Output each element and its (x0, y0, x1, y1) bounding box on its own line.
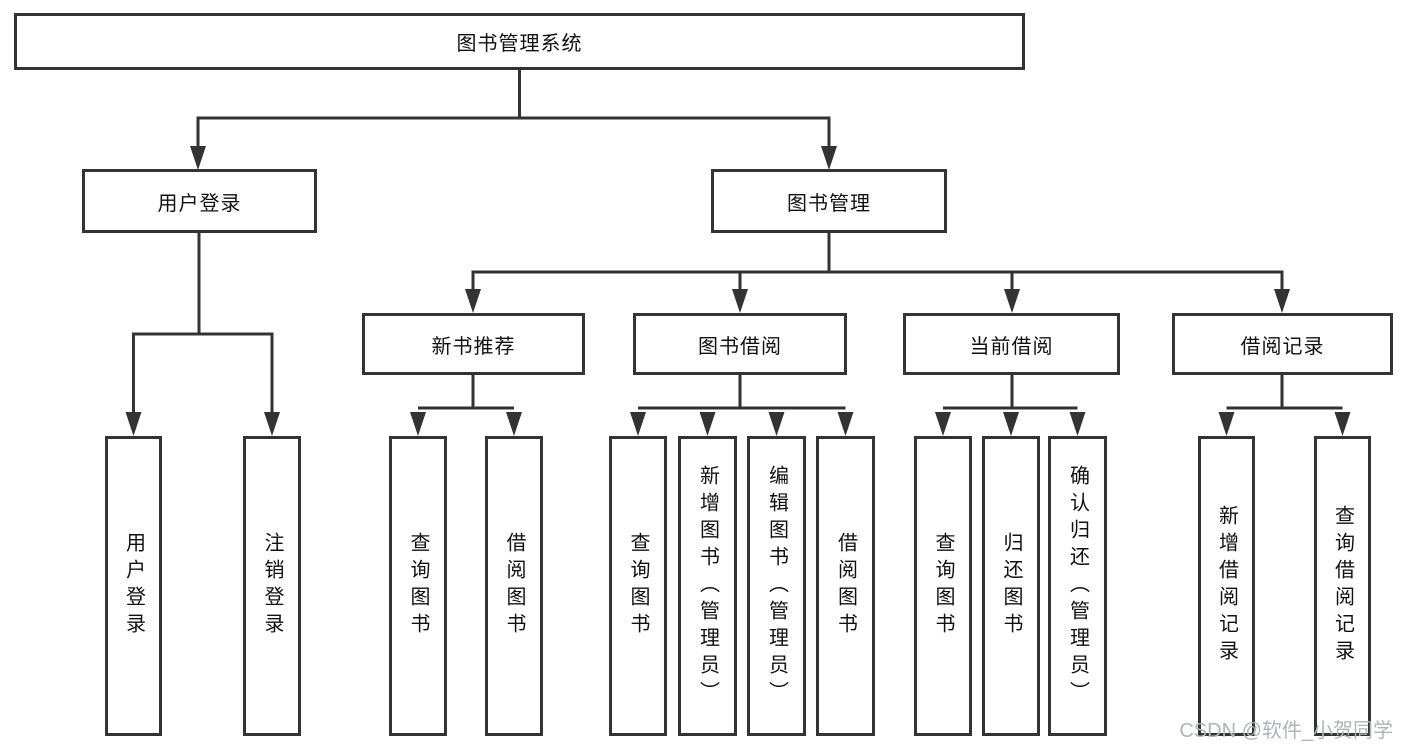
leaf-recommend-query-books: 查询图书 (389, 436, 447, 736)
leaf-borrow-add-books-admin: 新增图书（管理员） (678, 436, 737, 736)
node-root-system: 图书管理系统 (14, 13, 1025, 70)
leaf-logout-label: 注销登录 (261, 532, 283, 640)
csdn-watermark: CSDN @软件_小贺同学 (1179, 720, 1393, 742)
node-current-borrow: 当前借阅 (903, 313, 1120, 375)
leaf-records-query-record-label: 查询借阅记录 (1331, 505, 1354, 667)
node-user-login: 用户登录 (82, 169, 317, 233)
node-borrow-records-label: 借阅记录 (1240, 335, 1325, 358)
leaf-records-add-record-label: 新增借阅记录 (1215, 505, 1238, 667)
arrowheads (125, 146, 1351, 436)
leaf-borrow-edit-books-admin-label: 编辑图书（管理员） (765, 464, 788, 708)
leaf-recommend-borrow-books: 借阅图书 (485, 436, 543, 736)
leaf-borrow-query-books: 查询图书 (609, 436, 667, 736)
leaf-borrow-add-books-admin-label: 新增图书（管理员） (696, 464, 719, 708)
leaf-borrow-query-books-label: 查询图书 (627, 532, 649, 640)
leaf-current-return-books: 归还图书 (982, 436, 1040, 736)
node-new-book-recommend: 新书推荐 (362, 313, 585, 375)
node-book-borrow: 图书借阅 (633, 313, 847, 375)
leaf-records-query-record: 查询借阅记录 (1314, 436, 1371, 736)
leaf-borrow-edit-books-admin: 编辑图书（管理员） (747, 436, 806, 736)
leaf-current-confirm-return-admin: 确认归还（管理员） (1048, 436, 1107, 736)
node-borrow-records: 借阅记录 (1172, 313, 1393, 375)
leaf-user-login: 用户登录 (105, 436, 162, 736)
leaf-current-confirm-return-admin-label: 确认归还（管理员） (1066, 464, 1089, 708)
leaf-logout: 注销登录 (243, 436, 301, 736)
leaf-current-query-books: 查询图书 (914, 436, 972, 736)
leaf-user-login-label: 用户登录 (122, 532, 145, 640)
node-new-book-recommend-label: 新书推荐 (431, 335, 516, 358)
node-book-management-label: 图书管理 (787, 192, 871, 215)
leaf-recommend-query-books-label: 查询图书 (407, 532, 429, 640)
node-book-management: 图书管理 (711, 169, 947, 233)
node-book-borrow-label: 图书借阅 (698, 335, 782, 358)
leaf-borrow-borrow-books: 借阅图书 (816, 436, 875, 736)
node-current-borrow-label: 当前借阅 (969, 335, 1054, 358)
node-user-login-label: 用户登录 (157, 192, 242, 215)
leaf-borrow-borrow-books-label: 借阅图书 (834, 532, 857, 640)
leaf-records-add-record: 新增借阅记录 (1198, 436, 1255, 736)
leaf-recommend-borrow-books-label: 借阅图书 (503, 532, 525, 640)
leaf-current-query-books-label: 查询图书 (932, 532, 954, 640)
leaf-current-return-books-label: 归还图书 (1000, 532, 1022, 640)
node-root-label: 图书管理系统 (456, 33, 583, 55)
